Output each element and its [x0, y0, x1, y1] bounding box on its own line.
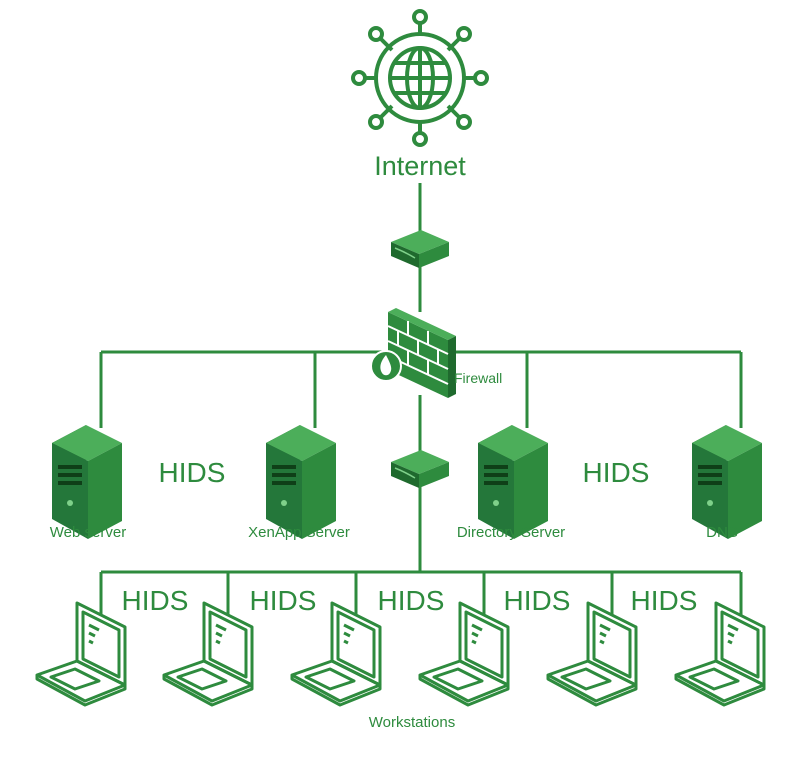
router-icon — [390, 229, 450, 269]
firewall-brick-icon — [370, 308, 456, 398]
laptop-icon — [418, 601, 510, 707]
server-icon — [478, 425, 548, 539]
hids-label: HIDS — [250, 585, 317, 616]
server-label: Directory Server — [457, 524, 565, 541]
server-icon — [52, 425, 122, 539]
server-icon — [266, 425, 336, 539]
server-icon — [692, 425, 762, 539]
server-label: Web server — [50, 524, 126, 541]
server-label: XenApp Server — [248, 524, 350, 541]
laptop-icon — [162, 601, 254, 707]
hids-label: HIDS — [378, 585, 445, 616]
router-icon — [390, 449, 450, 489]
laptop-icon — [35, 601, 127, 707]
workstations-label: Workstations — [369, 714, 455, 731]
laptop-icon — [290, 601, 382, 707]
laptop-icon — [546, 601, 638, 707]
hids-label: HIDS — [631, 585, 698, 616]
hids-label: HIDS — [122, 585, 189, 616]
internet-label: Internet — [374, 151, 466, 181]
firewall-label: Firewall — [454, 370, 502, 386]
globe-network-icon — [351, 9, 489, 147]
hids-label: HIDS — [159, 457, 226, 488]
hids-label: HIDS — [583, 457, 650, 488]
laptop-icon — [674, 601, 766, 707]
hids-label: HIDS — [504, 585, 571, 616]
server-label: DNS — [706, 524, 738, 541]
